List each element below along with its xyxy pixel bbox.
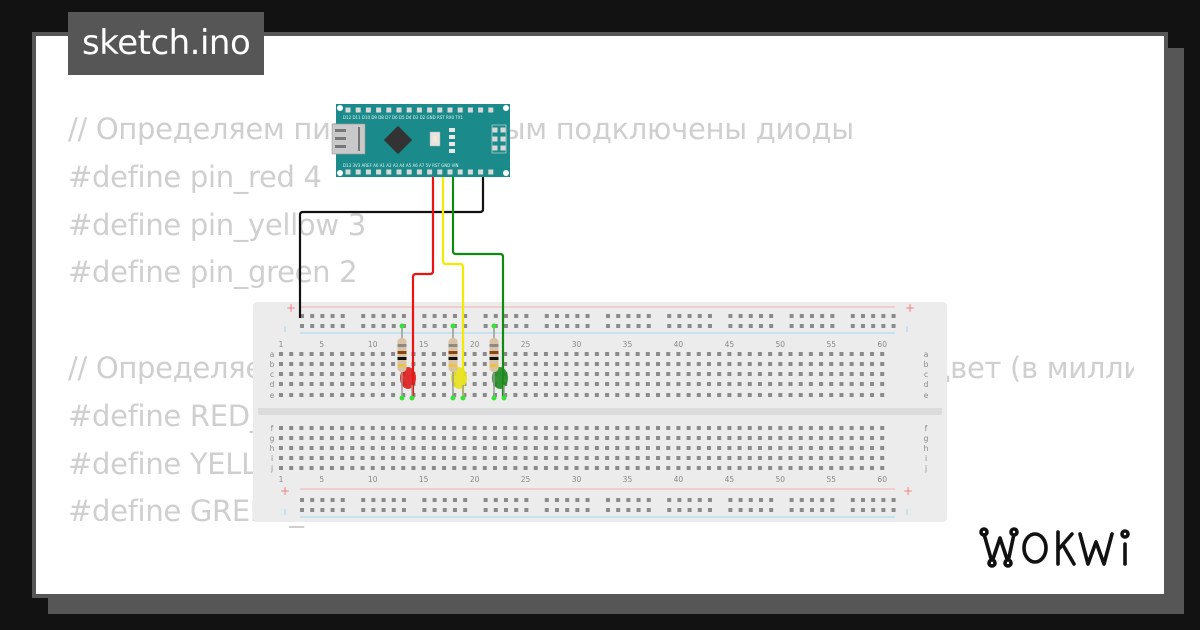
svg-text:b: b	[270, 360, 275, 369]
svg-text:D13 3V3 AREF A0 A1 A2 A3 A4 A5: D13 3V3 AREF A0 A1 A2 A3 A4 A5 A6 A7 5V …	[343, 163, 459, 168]
svg-text:55: 55	[826, 475, 836, 484]
file-name-tab[interactable]: sketch.ino	[68, 12, 265, 75]
led-resistor-pair	[489, 323, 508, 401]
code-line: #define pin_green 2	[68, 255, 358, 290]
svg-text:b: b	[924, 360, 929, 369]
svg-text:h: h	[270, 444, 275, 453]
svg-text:55: 55	[826, 340, 836, 349]
svg-text:i: i	[271, 454, 273, 463]
svg-text:1: 1	[279, 475, 284, 484]
svg-text:20: 20	[470, 340, 480, 349]
svg-text:d: d	[924, 380, 929, 389]
svg-text:g: g	[924, 434, 929, 443]
wire-green	[451, 108, 505, 398]
svg-text:45: 45	[725, 475, 735, 484]
svg-text:1: 1	[279, 340, 284, 349]
svg-text:a: a	[924, 350, 929, 359]
svg-text:50: 50	[776, 475, 786, 484]
svg-text:15: 15	[419, 340, 429, 349]
code-line: #define pin_yellow 3	[68, 207, 366, 242]
svg-text:40: 40	[674, 340, 684, 349]
svg-text:25: 25	[521, 340, 531, 349]
led-resistor-pair	[397, 323, 416, 401]
wire-black-gnd	[298, 172, 485, 318]
svg-text:f: f	[925, 424, 928, 433]
svg-text:i: i	[925, 454, 927, 463]
code-line: void setup() {	[68, 584, 1134, 594]
svg-text:c: c	[270, 370, 274, 379]
svg-text:a: a	[270, 350, 275, 359]
svg-text:15: 15	[419, 475, 429, 484]
svg-text:30: 30	[572, 475, 582, 484]
breadboard[interactable]: + + + + 11551010151520202525303035354040…	[253, 301, 947, 522]
svg-text:25: 25	[521, 475, 531, 484]
svg-text:50: 50	[776, 340, 786, 349]
svg-text:D12 D11 D10 D9 D8 D7 D6 D5 D4: D12 D11 D10 D9 D8 D7 D6 D5 D4 D3 D2 GND …	[343, 115, 463, 120]
rail-plus-label: +	[286, 301, 296, 315]
usb-connector-icon	[331, 123, 366, 155]
svg-text:j: j	[270, 464, 273, 473]
wokwi-logo-icon	[979, 527, 1130, 568]
svg-text:j: j	[924, 464, 927, 473]
wokwi-logo[interactable]	[978, 524, 1148, 574]
svg-text:5: 5	[319, 475, 324, 484]
code-line: #define pin_red 4	[68, 159, 322, 194]
svg-text:60: 60	[877, 340, 887, 349]
arduino-nano[interactable]: D12 D11 D10 D9 D8 D7 D6 D5 D4 D3 D2 GND …	[331, 104, 510, 177]
svg-text:h: h	[924, 444, 929, 453]
svg-text:+: +	[280, 484, 290, 498]
svg-text:30: 30	[572, 340, 582, 349]
svg-text:35: 35	[623, 340, 633, 349]
svg-text:5: 5	[319, 340, 324, 349]
svg-text:35: 35	[623, 475, 633, 484]
wire-red	[411, 108, 435, 398]
svg-text:+: +	[903, 484, 913, 498]
svg-text:40: 40	[674, 475, 684, 484]
svg-text:e: e	[924, 391, 929, 400]
svg-text:g: g	[270, 434, 275, 443]
svg-text:+: +	[905, 301, 915, 315]
svg-text:c: c	[924, 370, 928, 379]
svg-text:d: d	[270, 380, 275, 389]
wire-yellow	[441, 108, 465, 398]
svg-text:10: 10	[368, 475, 378, 484]
svg-text:45: 45	[725, 340, 735, 349]
svg-text:20: 20	[470, 475, 480, 484]
svg-text:e: e	[270, 391, 275, 400]
svg-text:60: 60	[877, 475, 887, 484]
svg-text:f: f	[271, 424, 274, 433]
led-resistor-pair	[448, 323, 467, 401]
svg-text:10: 10	[368, 340, 378, 349]
